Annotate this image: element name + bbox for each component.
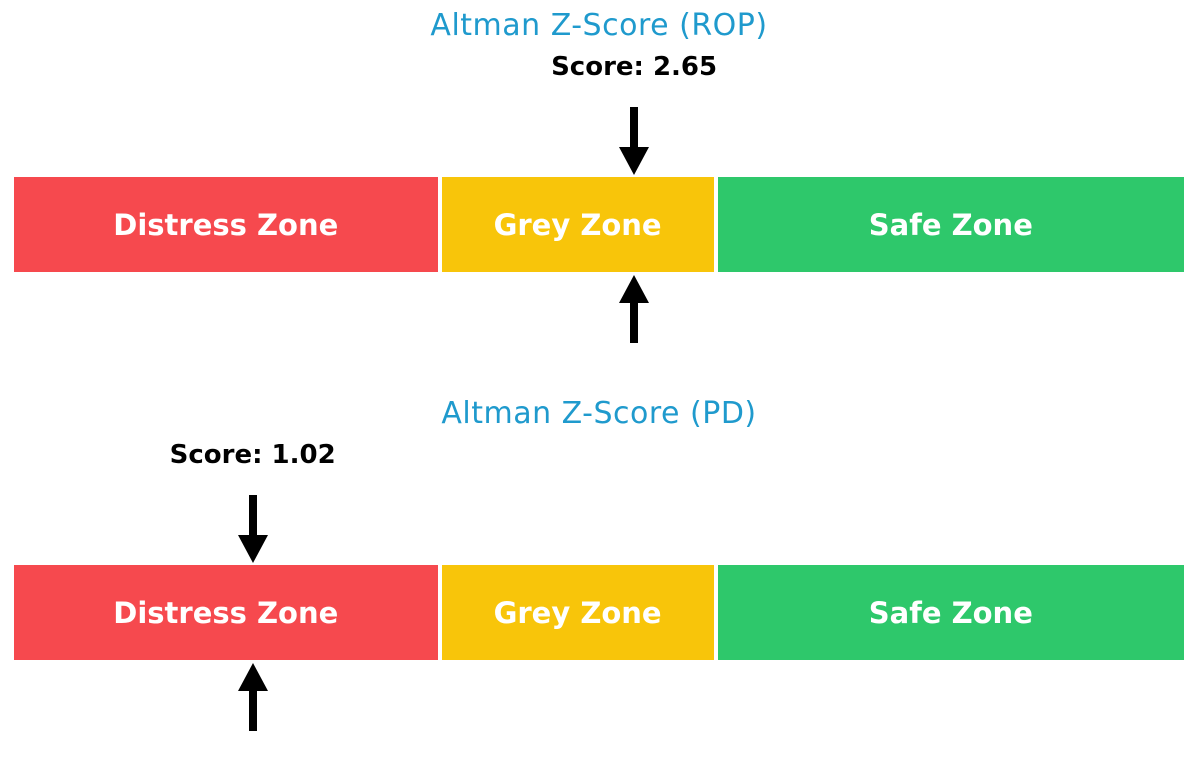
up-arrow-icon	[237, 663, 268, 731]
zone-label: Safe Zone	[868, 595, 1033, 630]
zone-label: Distress Zone	[113, 207, 339, 242]
zone-label: Safe Zone	[868, 207, 1033, 242]
zone-safe: Safe Zone	[713, 565, 1184, 660]
zone-distress: Distress Zone	[14, 177, 438, 272]
zone-label: Grey Zone	[493, 595, 662, 630]
zscore-chart-pd: Altman Z-Score (PD) Score: 1.02 Distress…	[14, 388, 1184, 733]
zone-label: Distress Zone	[113, 595, 339, 630]
zone-bar: Distress Zone Grey Zone Safe Zone	[14, 177, 1184, 272]
up-arrow-icon	[619, 275, 650, 343]
zone-distress: Distress Zone	[14, 565, 438, 660]
zone-bar: Distress Zone Grey Zone Safe Zone	[14, 565, 1184, 660]
down-arrow-icon	[237, 495, 268, 563]
down-arrow-icon	[619, 107, 650, 175]
zone-label: Grey Zone	[493, 207, 662, 242]
chart-title-pd: Altman Z-Score (PD)	[441, 396, 757, 431]
zone-grey: Grey Zone	[437, 177, 714, 272]
zone-safe: Safe Zone	[713, 177, 1184, 272]
score-label-rop: Score: 2.65	[551, 52, 718, 82]
score-label-pd: Score: 1.02	[169, 440, 336, 470]
zscore-chart-rop: Altman Z-Score (ROP) Score: 2.65 Distres…	[14, 0, 1184, 345]
zone-grey: Grey Zone	[437, 565, 714, 660]
chart-title-rop: Altman Z-Score (ROP)	[430, 8, 768, 43]
